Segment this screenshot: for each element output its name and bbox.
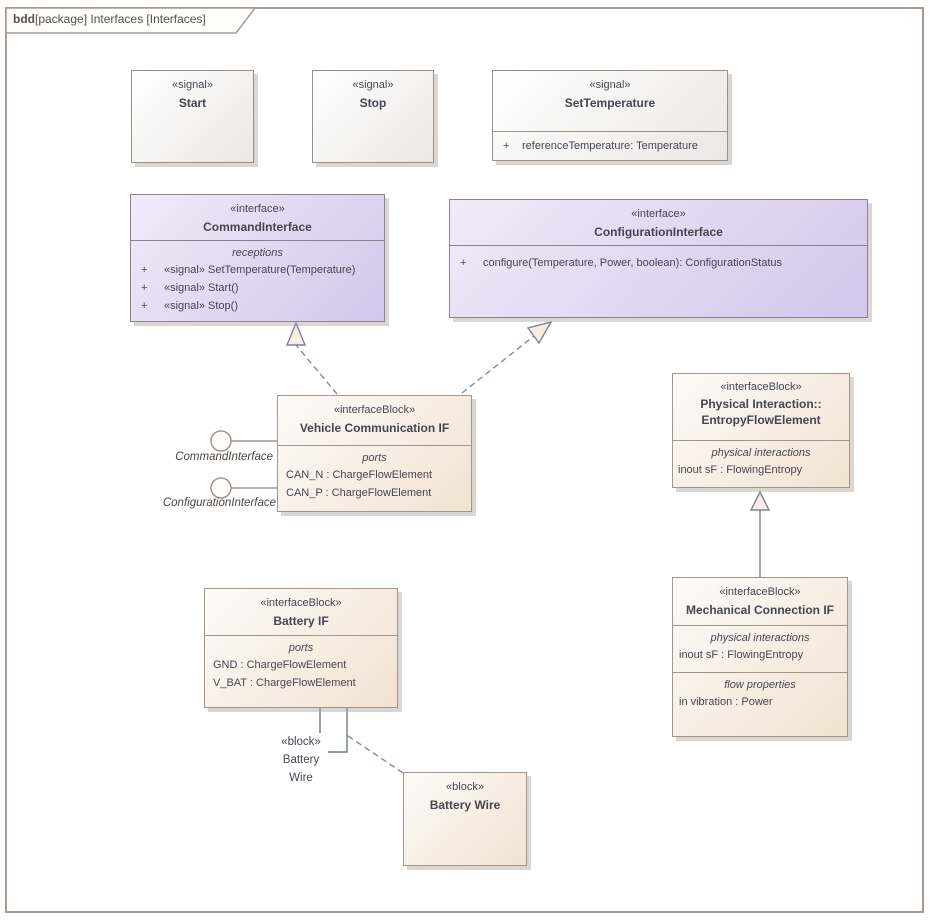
signal-settemperature-box[interactable]: «signal» SetTemperature + referenceTempe… bbox=[492, 70, 728, 161]
reception-row: + «signal» Stop() bbox=[131, 297, 384, 315]
reception-text: «signal» Start() bbox=[164, 282, 239, 294]
box-name: Stop bbox=[359, 96, 387, 110]
diagram-name-label: [package] Interfaces [Interfaces] bbox=[35, 12, 206, 26]
frame-tab bbox=[5, 7, 257, 34]
stereotype-label: «interfaceBlock» bbox=[719, 586, 801, 598]
attribute-text: referenceTemperature: Temperature bbox=[522, 140, 698, 152]
box-name: SetTemperature bbox=[564, 96, 656, 110]
battery-wire-connector-label: «block» Battery Wire bbox=[262, 733, 340, 787]
reception-text: «signal» Stop() bbox=[164, 300, 238, 312]
connector-label-stereotype: «block» bbox=[281, 736, 321, 748]
interface-commandinterface-box[interactable]: «interface» CommandInterface receptions … bbox=[130, 194, 385, 322]
realization-configuration-arrowhead bbox=[526, 320, 553, 345]
box-name: CommandInterface bbox=[203, 220, 312, 234]
lollipop-configuration-label: ConfigurationInterface bbox=[162, 497, 276, 509]
diagram-type-label: bdd bbox=[13, 12, 35, 26]
signal-stop-box[interactable]: «signal» Stop bbox=[312, 70, 434, 163]
compartment-title: physical interactions bbox=[711, 447, 811, 459]
stereotype-label: «block» bbox=[446, 781, 484, 793]
operation-row: + configure(Temperature, Power, boolean)… bbox=[450, 254, 867, 272]
lollipop-command-ball-icon[interactable] bbox=[210, 430, 232, 452]
interfaceblock-mechanical-connection-if-box[interactable]: «interfaceBlock» Mechanical Connection I… bbox=[672, 577, 848, 737]
box-name-line2: EntropyFlowElement bbox=[701, 413, 821, 427]
signal-start-box[interactable]: «signal» Start bbox=[131, 70, 254, 163]
compartment-title: ports bbox=[288, 642, 314, 654]
connector-label-line: Wire bbox=[289, 772, 313, 784]
property-row: in vibration : Power bbox=[679, 696, 773, 708]
interfaceblock-vehicle-communication-if-box[interactable]: «interfaceBlock» Vehicle Communication I… bbox=[277, 395, 472, 512]
generalization-arrowhead bbox=[749, 490, 771, 511]
interfaceblock-entropyflowelement-box[interactable]: «interfaceBlock» Physical Interaction:: … bbox=[672, 373, 850, 488]
stereotype-label: «interface» bbox=[230, 203, 285, 215]
compartment-title: receptions bbox=[232, 247, 283, 259]
visibility-symbol: + bbox=[503, 140, 510, 152]
stereotype-label: «signal» bbox=[172, 79, 213, 91]
visibility-symbol: + bbox=[141, 300, 148, 312]
property-row: inout sF : FlowingEntropy bbox=[679, 649, 804, 661]
port-row: CAN_P : ChargeFlowElement bbox=[286, 487, 432, 499]
interface-configurationinterface-box[interactable]: «interface» ConfigurationInterface + con… bbox=[449, 199, 868, 318]
battery-wire-dashed-connector[interactable] bbox=[347, 735, 404, 774]
interfaceblock-battery-if-box[interactable]: «interfaceBlock» Battery IF ports GND : … bbox=[204, 588, 398, 708]
compartment-title: flow properties bbox=[724, 679, 796, 691]
diagram-frame-border bbox=[5, 7, 924, 913]
reception-text: «signal» SetTemperature(Temperature) bbox=[164, 264, 356, 276]
stereotype-label: «interfaceBlock» bbox=[333, 404, 416, 416]
diagram-tab-title: bdd[package] Interfaces [Interfaces] bbox=[13, 12, 206, 26]
battery-connector-line-right[interactable] bbox=[328, 708, 348, 753]
reception-row: + «signal» Start() bbox=[131, 279, 384, 297]
compartment-title: physical interactions bbox=[710, 632, 810, 644]
box-name: Battery IF bbox=[273, 614, 329, 628]
box-name: Vehicle Communication IF bbox=[299, 421, 450, 435]
lollipop-configuration-ball-icon[interactable] bbox=[210, 477, 232, 499]
lollipop-command-label: CommandInterface bbox=[175, 451, 273, 463]
box-name-line1: Physical Interaction:: bbox=[700, 397, 822, 411]
block-battery-wire-box[interactable]: «block» Battery Wire bbox=[403, 772, 527, 866]
property-row: inout sF : FlowingEntropy bbox=[678, 464, 803, 476]
realization-command-connector[interactable] bbox=[295, 344, 338, 395]
port-row: GND : ChargeFlowElement bbox=[213, 659, 347, 671]
realization-command-arrowhead bbox=[285, 321, 307, 346]
box-name: Mechanical Connection IF bbox=[685, 603, 835, 617]
stereotype-label: «interfaceBlock» bbox=[720, 381, 802, 393]
box-name: ConfigurationInterface bbox=[594, 225, 723, 239]
attribute-row: + referenceTemperature: Temperature bbox=[493, 137, 727, 155]
stereotype-label: «signal» bbox=[589, 79, 631, 91]
reception-row: + «signal» SetTemperature(Temperature) bbox=[131, 261, 384, 279]
port-row: V_BAT : ChargeFlowElement bbox=[213, 677, 356, 689]
port-row: CAN_N : ChargeFlowElement bbox=[286, 469, 433, 481]
box-name: Battery Wire bbox=[429, 798, 501, 812]
visibility-symbol: + bbox=[141, 282, 148, 294]
realization-configuration-connector[interactable] bbox=[461, 335, 535, 394]
visibility-symbol: + bbox=[460, 257, 467, 269]
operation-text: configure(Temperature, Power, boolean): … bbox=[483, 257, 783, 269]
stereotype-label: «signal» bbox=[352, 79, 394, 91]
stereotype-label: «interface» bbox=[631, 208, 686, 220]
stereotype-label: «interfaceBlock» bbox=[260, 597, 342, 609]
connector-label-line: Battery bbox=[282, 754, 320, 766]
box-name: Start bbox=[178, 96, 207, 110]
visibility-symbol: + bbox=[141, 264, 148, 276]
compartment-title: ports bbox=[362, 452, 387, 464]
